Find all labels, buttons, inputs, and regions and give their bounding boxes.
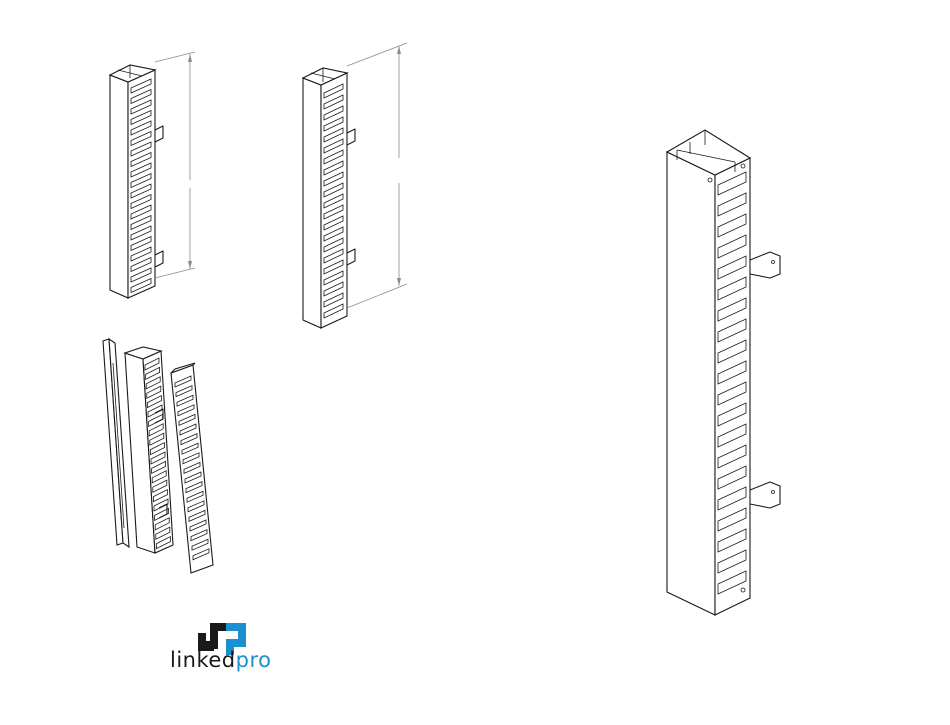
- cover-panel: [171, 363, 213, 573]
- brand-name-part2: pro: [236, 648, 272, 672]
- tall-organizer-body: [303, 68, 355, 328]
- short-organizer-figure: [100, 40, 220, 310]
- organizer-channel: [125, 347, 173, 553]
- tall-organizer-figure: [295, 38, 415, 333]
- dimension-line: [155, 52, 195, 278]
- brand-wordmark: linkedpro: [170, 648, 272, 672]
- mounting-rail: [103, 339, 129, 547]
- exploded-view-figure: [95, 333, 225, 583]
- brand-name-part1: linked: [170, 648, 236, 672]
- dimension-line: [347, 43, 407, 308]
- large-view-figure: [655, 120, 805, 620]
- short-organizer-body: [110, 65, 163, 298]
- large-organizer-body: [667, 130, 780, 615]
